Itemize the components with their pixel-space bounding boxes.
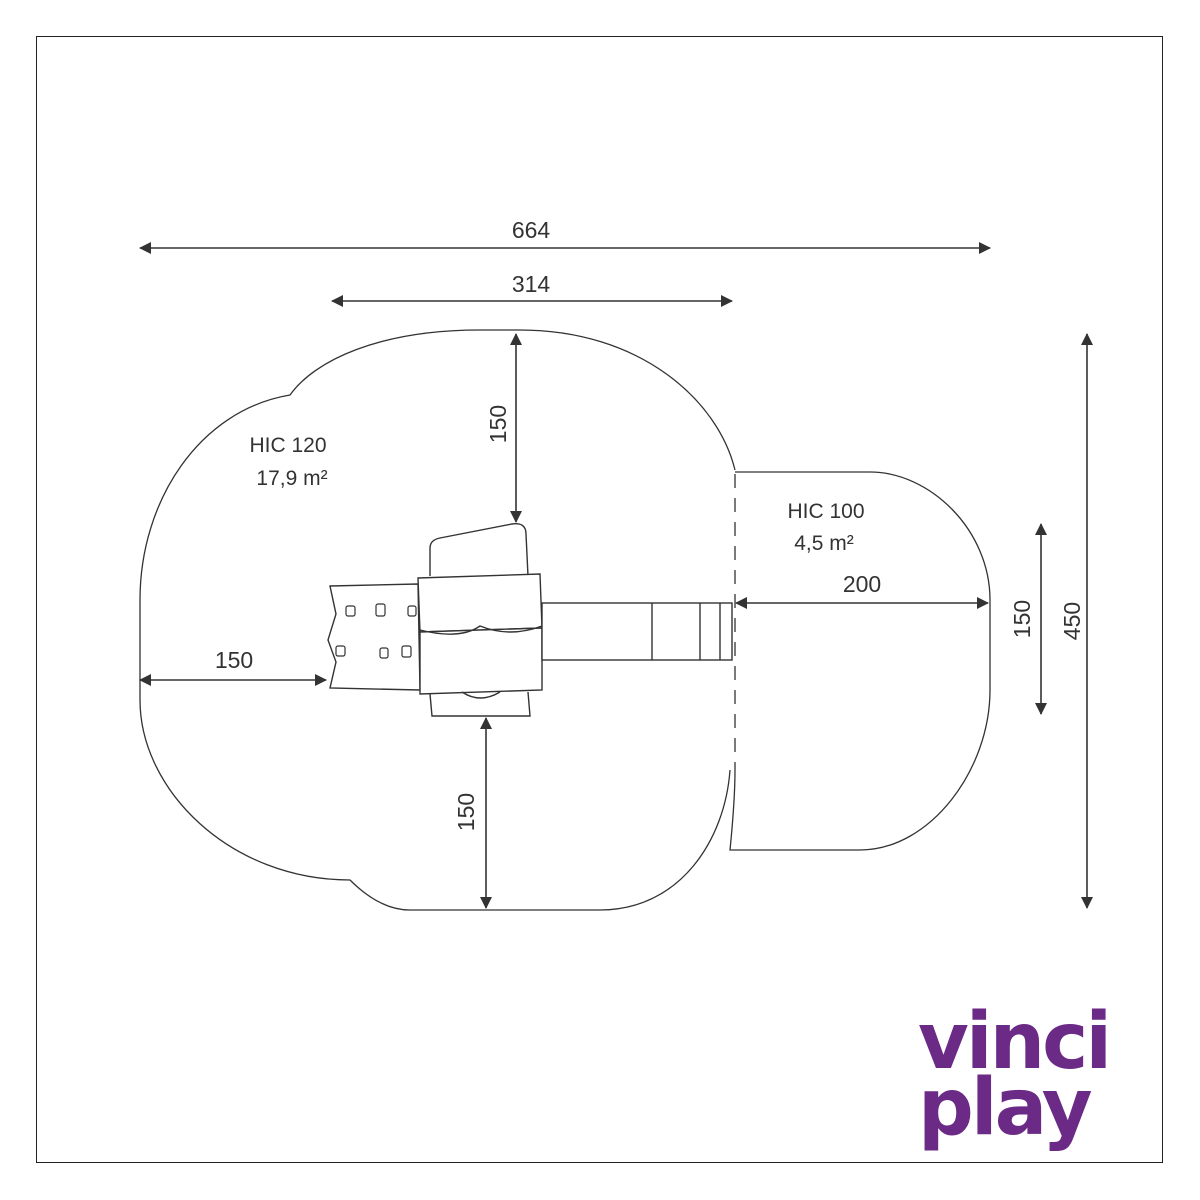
climbing-wall — [327, 583, 421, 691]
vinci-play-logo: vinci play — [918, 997, 1118, 1170]
tower-platform — [417, 523, 543, 717]
safety-zone-main — [139, 329, 736, 911]
dim-clearance-left: 150 — [215, 647, 253, 673]
safety-zone-slide — [729, 471, 991, 851]
zone-main-area: 17,9 m² — [256, 467, 327, 490]
zone-main-hic: HIC 120 — [249, 434, 326, 457]
climbing-holds — [335, 603, 417, 659]
dim-clearance-bottom: 150 — [453, 793, 479, 831]
dim-slide-zone-width: 150 — [1009, 600, 1035, 638]
zone-slide-hic: HIC 100 — [787, 500, 864, 523]
slide — [541, 602, 733, 661]
dim-overall-width: 664 — [512, 217, 551, 243]
logo-line-2: play — [918, 1062, 1093, 1153]
dim-clearance-top: 150 — [485, 405, 511, 443]
zone-slide-area: 4,5 m² — [794, 532, 854, 555]
dim-unit-width: 314 — [512, 271, 551, 297]
logo-line-1: vinci — [918, 997, 1112, 1087]
dim-overall-depth: 450 — [1059, 602, 1085, 640]
dim-slide-runout: 200 — [843, 571, 881, 597]
drawing-frame — [36, 36, 1163, 1163]
